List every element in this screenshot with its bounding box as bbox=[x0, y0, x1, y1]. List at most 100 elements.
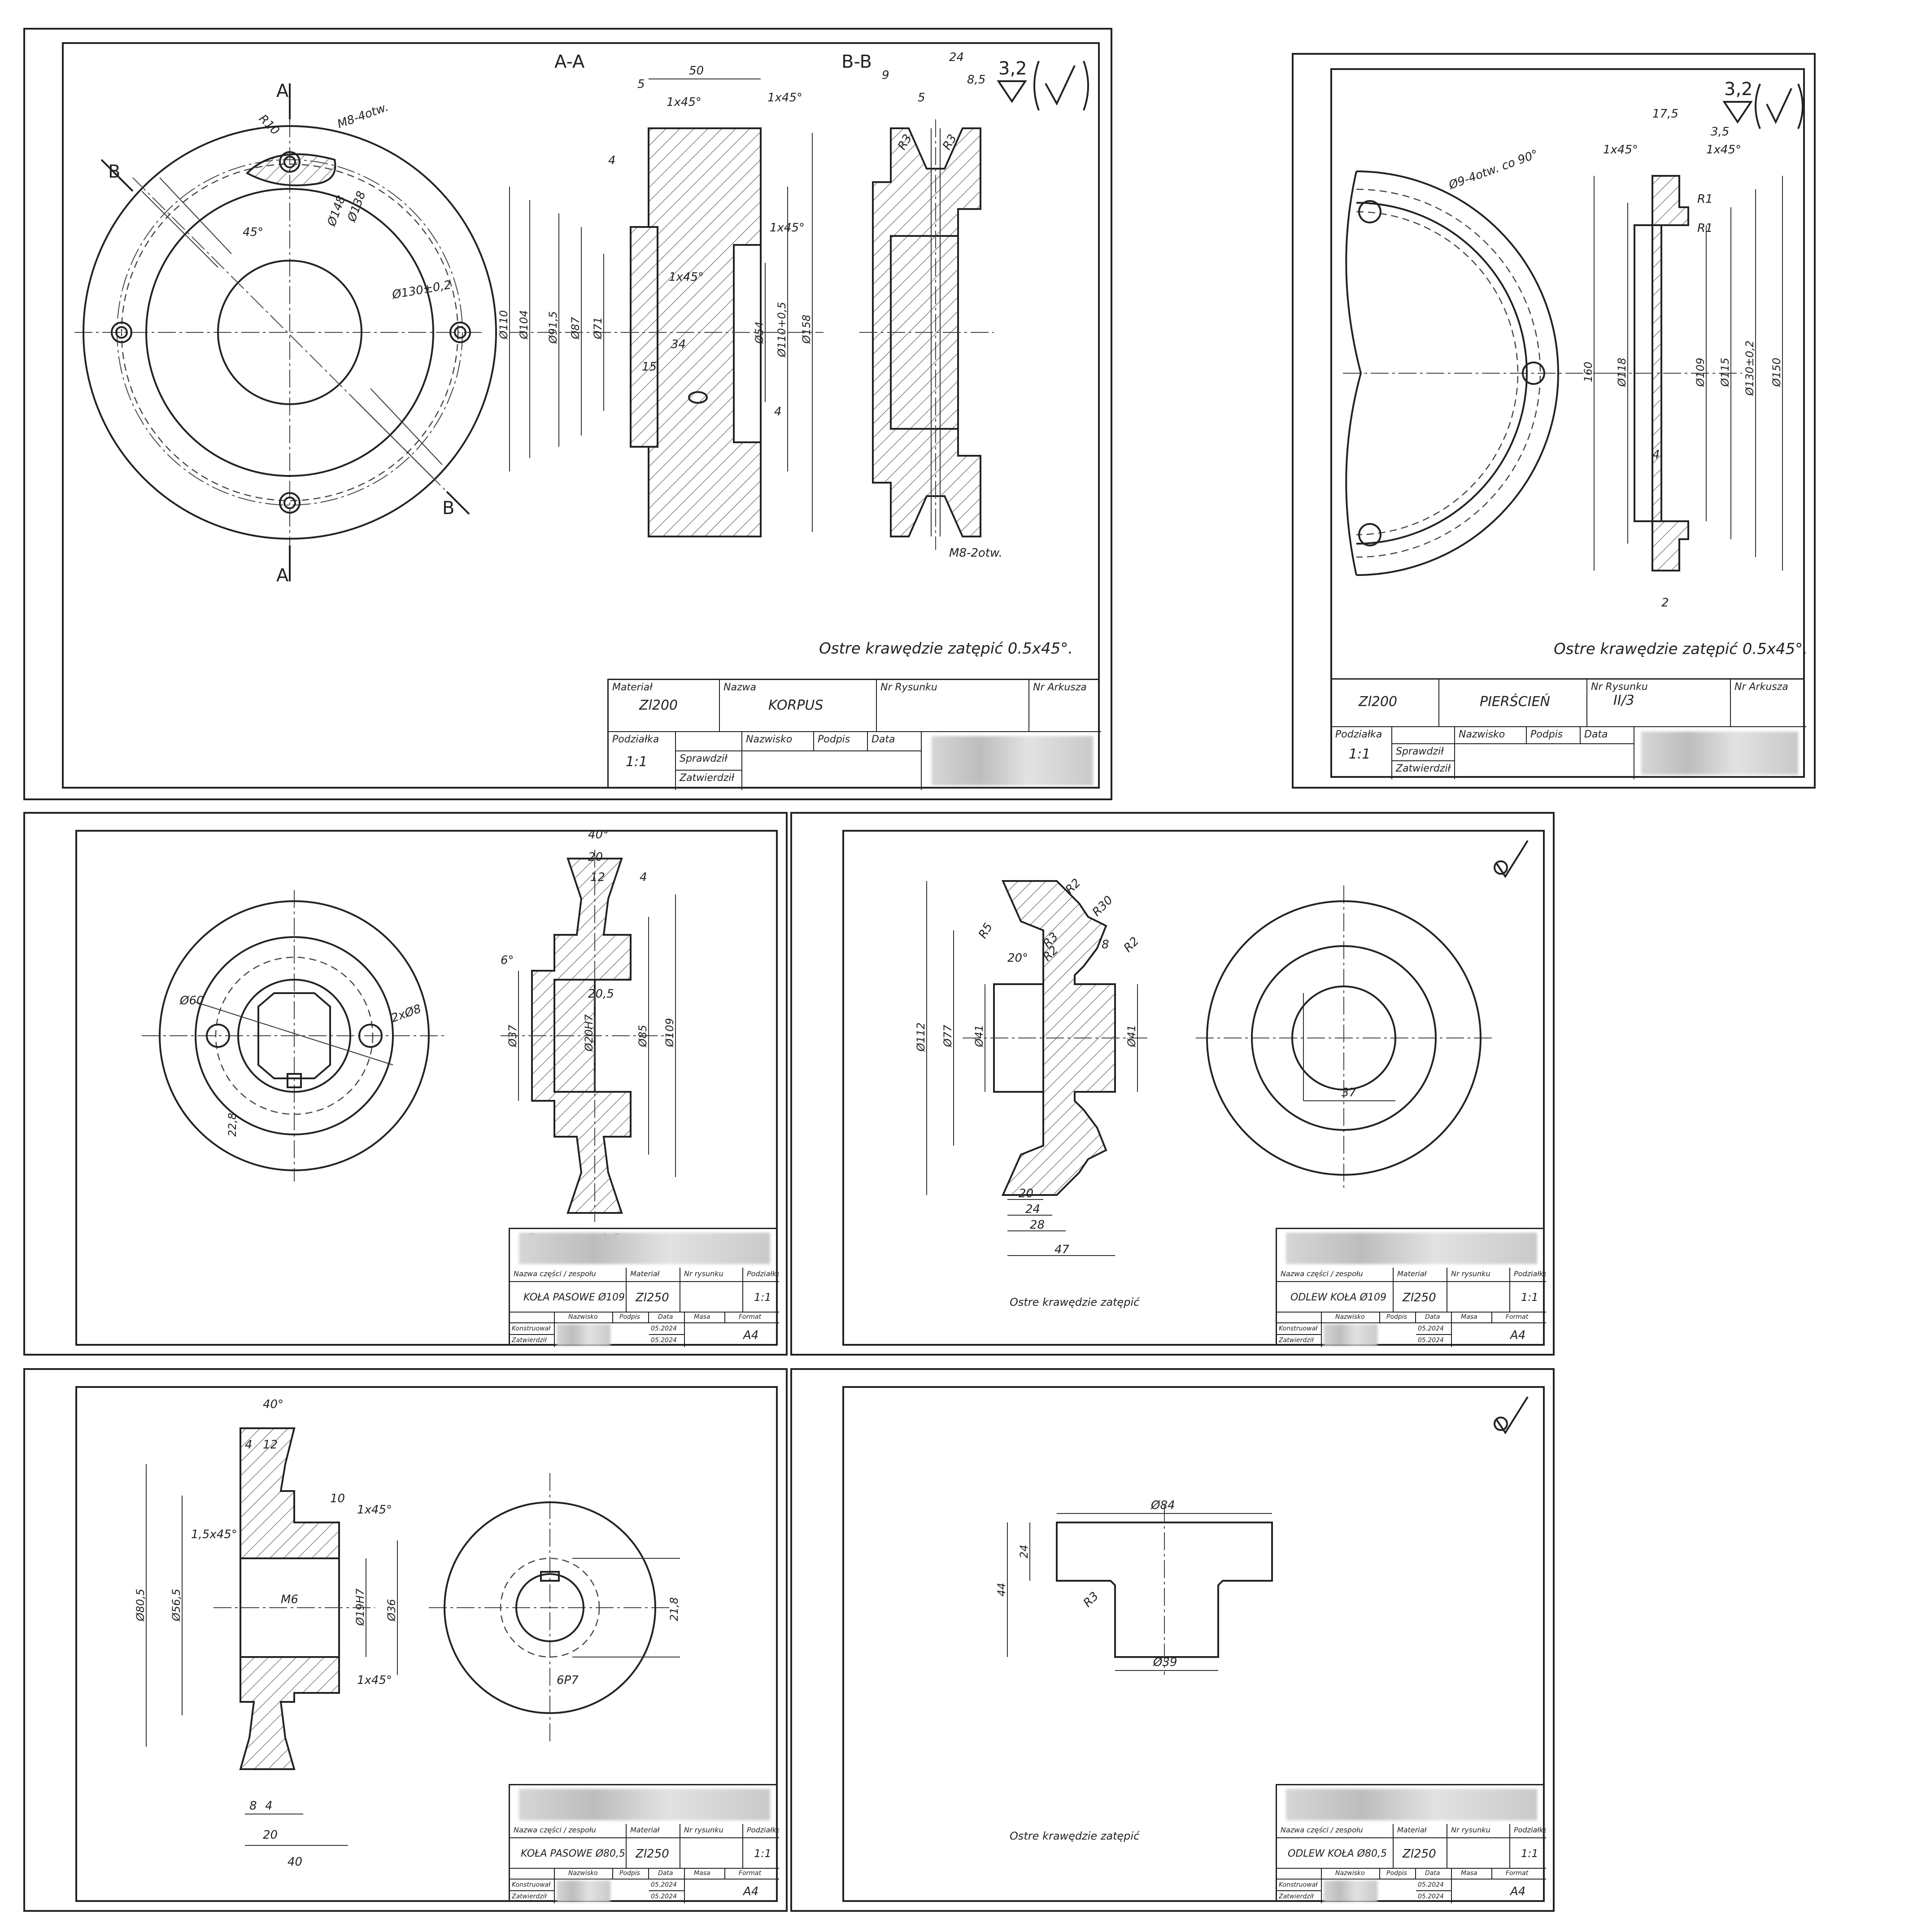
odlew-80-drawing: Ø84 24 44 R3 Ø39 bbox=[995, 1396, 1529, 1675]
pierscien-drawing: Ø9-4otw. co 90° 17,5 3,5 1x45° 1x45° R1 … bbox=[1343, 79, 1804, 610]
svg-text:Ø110: Ø110 bbox=[497, 310, 510, 340]
svg-text:Ø20H7: Ø20H7 bbox=[583, 1014, 595, 1052]
svg-text:Ø110+0,5: Ø110+0,5 bbox=[776, 302, 788, 358]
svg-text:Ø9-4otw. co 90°: Ø9-4otw. co 90° bbox=[1447, 148, 1540, 192]
roughness-symbol: 3,2 bbox=[997, 58, 1089, 111]
svg-text:10: 10 bbox=[330, 1492, 345, 1505]
svg-text:5: 5 bbox=[637, 78, 645, 91]
svg-text:15: 15 bbox=[642, 360, 657, 374]
check-symbol bbox=[1494, 1396, 1529, 1435]
svg-text:2: 2 bbox=[1661, 596, 1669, 610]
svg-text:Ø56,5: Ø56,5 bbox=[170, 1589, 183, 1622]
svg-text:Ø39: Ø39 bbox=[1153, 1656, 1177, 1669]
svg-text:R5: R5 bbox=[976, 921, 995, 941]
svg-text:1x45°: 1x45° bbox=[357, 1674, 392, 1687]
svg-text:12: 12 bbox=[263, 1438, 278, 1452]
svg-text:Ø158: Ø158 bbox=[800, 314, 813, 344]
svg-text:Ø150: Ø150 bbox=[1770, 358, 1783, 387]
kola-80-section: 40° 4 12 10 1x45° 1,5x45° M6 Ø80,5 Ø56,5… bbox=[134, 1398, 398, 1869]
svg-text:34: 34 bbox=[671, 338, 686, 351]
check-symbol bbox=[1494, 840, 1529, 878]
svg-text:Ø84: Ø84 bbox=[1150, 1499, 1175, 1512]
svg-text:12: 12 bbox=[590, 871, 605, 884]
svg-text:Ø36: Ø36 bbox=[385, 1599, 398, 1622]
svg-text:20: 20 bbox=[588, 850, 603, 864]
section-bb: B-B 24 9 8,5 5 R3 R3 M8-2otw. bbox=[841, 51, 1002, 560]
marker-a-bottom: A bbox=[276, 565, 289, 586]
svg-text:R2: R2 bbox=[1121, 934, 1142, 955]
marker-b-left: B bbox=[108, 161, 120, 182]
svg-text:40°: 40° bbox=[263, 1398, 283, 1411]
svg-text:1x45°: 1x45° bbox=[770, 221, 805, 235]
kola-109-title-block: Nazwa części / zespołu Materiał Nr rysun… bbox=[509, 1228, 779, 1347]
svg-text:M8-4otw.: M8-4otw. bbox=[336, 100, 390, 131]
svg-text:50: 50 bbox=[689, 64, 704, 78]
pierscien-section: 17,5 3,5 1x45° 1x45° R1 R1 160 Ø118 Ø109… bbox=[1582, 107, 1783, 610]
svg-text:40°: 40° bbox=[588, 828, 609, 842]
drawing-frame bbox=[842, 830, 1545, 1346]
svg-text:R30: R30 bbox=[1090, 894, 1116, 919]
sheet-pierscien: Ø9-4otw. co 90° 17,5 3,5 1x45° 1x45° R1 … bbox=[1292, 53, 1816, 789]
sheet-korpus: R10 M8-4otw. Ø148 Ø138 45° Ø130±0,2 A A … bbox=[23, 28, 1112, 800]
svg-text:1x45°: 1x45° bbox=[357, 1503, 392, 1517]
svg-text:24: 24 bbox=[1018, 1544, 1030, 1558]
svg-text:Ø37: Ø37 bbox=[506, 1025, 519, 1047]
svg-text:R1: R1 bbox=[1697, 222, 1713, 235]
svg-text:Ø80,5: Ø80,5 bbox=[134, 1589, 147, 1622]
marker-b-right: B bbox=[442, 498, 454, 519]
kola-80-drawing: 40° 4 12 10 1x45° 1,5x45° M6 Ø80,5 Ø56,5… bbox=[134, 1398, 680, 1869]
svg-text:Ø130±0,2: Ø130±0,2 bbox=[1743, 340, 1756, 396]
svg-text:Ø54: Ø54 bbox=[753, 322, 766, 344]
svg-text:24: 24 bbox=[949, 51, 964, 64]
svg-text:1x45°: 1x45° bbox=[767, 91, 802, 105]
svg-text:5: 5 bbox=[918, 91, 925, 105]
svg-text:6P7: 6P7 bbox=[557, 1674, 579, 1687]
odlew-80-part: Ø84 24 44 R3 Ø39 bbox=[995, 1499, 1273, 1675]
svg-text:3,5: 3,5 bbox=[1711, 125, 1729, 139]
svg-text:Ø71: Ø71 bbox=[592, 317, 604, 340]
svg-text:45°: 45° bbox=[243, 226, 263, 239]
svg-text:Ø130±0,2: Ø130±0,2 bbox=[391, 278, 452, 302]
svg-text:Ø115: Ø115 bbox=[1719, 358, 1731, 387]
kola-80-front-view: 21,8 6P7 bbox=[429, 1473, 680, 1742]
odlew-109-section: R2 R30 R5 R3 20° R2 8 R2 Ø112 Ø77 Ø41 Ø4… bbox=[915, 876, 1151, 1256]
svg-text:28: 28 bbox=[1030, 1218, 1045, 1232]
odlew-80-note: Ostre krawędzie zatępić bbox=[1010, 1830, 1140, 1842]
roughness-symbol: 3,2 bbox=[1722, 79, 1804, 129]
svg-text:20,5: 20,5 bbox=[588, 987, 614, 1001]
svg-text:20: 20 bbox=[263, 1828, 278, 1842]
korpus-drawing: R10 M8-4otw. Ø148 Ø138 45° Ø130±0,2 A A … bbox=[74, 51, 1089, 586]
svg-text:44: 44 bbox=[995, 1583, 1008, 1596]
svg-text:4: 4 bbox=[774, 405, 782, 419]
svg-text:4: 4 bbox=[245, 1438, 253, 1452]
drawing-frame bbox=[75, 830, 778, 1346]
drawing-frame bbox=[62, 42, 1100, 789]
odlew-109-title-block: Nazwa części / zespołu Materiał Nr rysun… bbox=[1276, 1228, 1546, 1347]
svg-text:Ø60: Ø60 bbox=[179, 994, 204, 1007]
svg-text:20°: 20° bbox=[1007, 951, 1028, 965]
svg-text:3,2: 3,2 bbox=[998, 58, 1027, 79]
svg-text:8: 8 bbox=[249, 1799, 257, 1813]
svg-text:8,5: 8,5 bbox=[967, 73, 985, 87]
drawing-frame bbox=[75, 1386, 778, 1902]
svg-text:A-A: A-A bbox=[554, 52, 585, 72]
svg-text:1x45°: 1x45° bbox=[669, 270, 704, 284]
korpus-note: Ostre krawędzie zatępić 0.5x45°. bbox=[819, 640, 1073, 658]
svg-text:Ø112: Ø112 bbox=[915, 1022, 927, 1052]
svg-text:1x45°: 1x45° bbox=[667, 96, 702, 109]
svg-text:47: 47 bbox=[1055, 1243, 1070, 1256]
svg-text:4: 4 bbox=[608, 154, 616, 167]
odlew-109-note: Ostre krawędzie zatępić bbox=[1010, 1296, 1140, 1308]
section-aa: A-A 50 5 1x45° 1x45° 4 1x45° 1x45° 34 15… bbox=[497, 52, 824, 537]
svg-text:8: 8 bbox=[1102, 938, 1109, 951]
svg-text:R10: R10 bbox=[256, 112, 282, 138]
svg-text:4: 4 bbox=[265, 1799, 273, 1813]
svg-text:17,5: 17,5 bbox=[1652, 107, 1678, 121]
sheet-odlew-kola-109: R2 R30 R5 R3 20° R2 8 R2 Ø112 Ø77 Ø41 Ø4… bbox=[790, 812, 1555, 1356]
svg-text:37: 37 bbox=[1342, 1086, 1357, 1099]
svg-text:Ø109: Ø109 bbox=[1694, 358, 1707, 387]
kola-80-title-block: Nazwa części / zespołu Materiał Nr rysun… bbox=[509, 1784, 779, 1903]
svg-text:M8-2otw.: M8-2otw. bbox=[949, 546, 1002, 560]
